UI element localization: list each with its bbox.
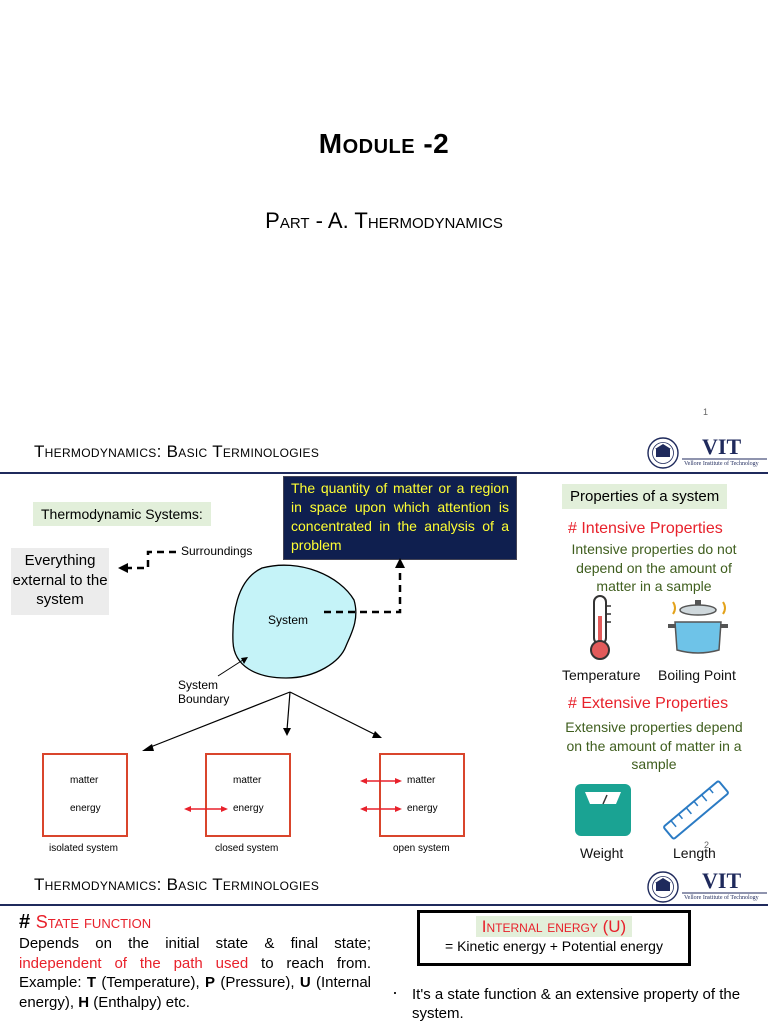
closed-system-label: closed system (215, 843, 279, 854)
open-system-label: open system (393, 843, 450, 854)
part-title: Part - A. Thermodynamics (265, 208, 503, 233)
internal-energy-box: Internal energy (U) = Kinetic energy + P… (417, 910, 691, 966)
slide-title: Thermodynamics: Basic Terminologies (34, 442, 320, 461)
isolated-energy: energy (70, 803, 101, 814)
boundary-label: System Boundary (178, 678, 230, 706)
vit-logo-icon (647, 871, 767, 903)
surroundings-description: Everything external to the system (11, 548, 109, 615)
logo-text: VIT (702, 868, 742, 893)
bullet-text: It's a (412, 986, 448, 1003)
terminology-slide: Thermodynamics: Basic Terminologies VIT … (0, 430, 768, 870)
vit-logo: VIT Vellore Institute of Technology (646, 868, 767, 904)
systems-label: Thermodynamic Systems: (33, 502, 211, 526)
vit-logo: VIT Vellore Institute of Technology (646, 434, 767, 470)
internal-energy-equation: = Kinetic energy + Potential energy (445, 938, 663, 954)
extensive-heading: # Extensive Properties (568, 695, 729, 712)
body-text: Depends on the initial state & final sta… (19, 935, 371, 952)
internal-energy-title: Internal energy (U) (475, 916, 633, 937)
title-rule (0, 472, 768, 474)
weight-label: Weight (580, 845, 624, 861)
intensive-heading: # Intensive Properties (568, 520, 723, 537)
page-number: 1 (703, 407, 709, 417)
isolated-matter: matter (70, 775, 99, 786)
logo-subtext: Vellore Institute of Technology (684, 895, 759, 901)
intensive-description: Intensive properties do not depend on th… (571, 541, 737, 594)
slide-title: Thermodynamics: Basic Terminologies (34, 875, 320, 894)
title-rule (0, 904, 768, 906)
hash-symbol: # (19, 911, 36, 933)
internal-energy-bullet: It's a state function & an extensive pro… (412, 985, 762, 1023)
symbol-T: T (86, 974, 97, 991)
symbol-P: P (205, 974, 216, 991)
system-diagram (42, 550, 465, 837)
symbol-U: U (299, 974, 311, 991)
temperature-label: Temperature (562, 667, 641, 683)
system-definition: The quantity of matter or a region in sp… (283, 476, 517, 560)
body-text: (Pressure), (215, 974, 300, 991)
bullet-text: & (536, 986, 555, 1003)
surroundings-label: Surroundings (181, 544, 253, 558)
bullet-text: of the system. (412, 986, 741, 1022)
state-function-title: State function (35, 912, 152, 932)
logo-subtext: Vellore Institute of Technology (684, 461, 759, 467)
state-function-heading: # State function (19, 911, 151, 934)
module-title: Module -2 (318, 128, 450, 159)
boiling-point-label: Boiling Point (658, 667, 736, 683)
extensive-description: Extensive properties depend on the amoun… (565, 719, 743, 772)
thermometer-icon (590, 595, 611, 660)
length-label: Length (673, 845, 716, 861)
system-label: System (268, 613, 309, 627)
weighing-scale-icon (575, 784, 631, 836)
state-function-slide: Thermodynamics: Basic Terminologies VIT … (0, 868, 768, 1024)
logo-text: VIT (702, 434, 742, 459)
state-function-body: Depends on the initial state & final sta… (19, 934, 371, 1012)
title-slide: Module -2 Part - A. Thermodynamics 1 (0, 0, 768, 430)
closed-matter: matter (233, 775, 262, 786)
symbol-H: H (78, 993, 90, 1011)
boiling-pot-icon (668, 600, 728, 654)
closed-energy: energy (233, 803, 264, 814)
bullet-text: an extensive property (554, 986, 699, 1003)
vit-logo-icon (647, 437, 767, 469)
open-matter: matter (407, 775, 436, 786)
page-number: 2 (704, 840, 710, 850)
bullet-marker: · (392, 982, 398, 1002)
body-text: to reach from. Example: (19, 954, 371, 992)
open-energy: energy (407, 803, 438, 814)
body-text: (Enthalpy) etc. (89, 993, 190, 1011)
ruler-icon (663, 780, 729, 840)
bullet-text: state function (447, 986, 537, 1003)
body-highlight: independent of the path used (19, 954, 249, 972)
isolated-system-label: isolated system (49, 843, 118, 854)
body-text: (Temperature), (96, 974, 205, 991)
properties-label: Properties of a system (562, 484, 728, 509)
body-text: (Internal energy), (19, 974, 371, 1011)
